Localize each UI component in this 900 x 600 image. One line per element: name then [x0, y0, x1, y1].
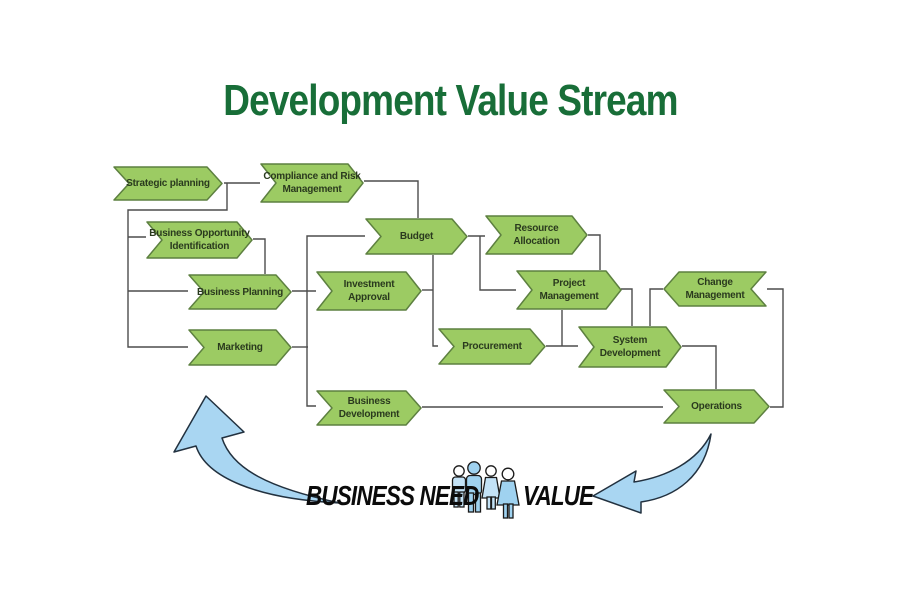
process-box-label: Procurement: [462, 341, 522, 352]
connector-line-19: [767, 288, 784, 408]
business-need-label: BUSINESS NEED: [306, 480, 479, 511]
chevron-shape: [260, 163, 364, 203]
process-box-operations: Operations: [663, 389, 770, 424]
person-woman-front-icon: [496, 467, 520, 519]
connector-line-14: [621, 288, 633, 326]
connector-line-13: [588, 234, 601, 270]
chevron-shape: [516, 270, 622, 310]
people-group-icon: [451, 461, 520, 519]
page-title: Development Value Stream: [0, 76, 900, 126]
person-woman-back-icon: [481, 465, 501, 510]
chevron-shape: [365, 218, 468, 255]
curved-arrow-up-icon: [173, 395, 341, 504]
connector-line-9: [432, 255, 438, 347]
chevron-shape: [188, 274, 292, 310]
connector-line-4: [253, 238, 266, 274]
chevron-shape: [188, 329, 292, 366]
connector-line-15: [649, 288, 663, 326]
process-box-procurement: Procurement: [438, 328, 546, 365]
connector-line-6: [306, 235, 365, 407]
process-box-label: Operations: [691, 401, 742, 412]
process-box-label: Marketing: [217, 342, 263, 353]
chevron-shape: [663, 389, 770, 424]
curved-arrow-left-icon: [592, 433, 712, 514]
connector-line-5: [364, 180, 419, 218]
process-box-strategic-planning: Strategic planning: [113, 166, 223, 201]
chevron-shape: [663, 271, 767, 307]
connector-line-18: [682, 345, 717, 389]
process-box-label: Strategic planning: [126, 178, 210, 189]
connector-line-12: [479, 236, 516, 291]
process-box-budget: Budget: [365, 218, 468, 255]
person-man-back-icon: [451, 465, 467, 508]
value-label: VALUE: [523, 480, 594, 511]
chevron-shape: [438, 328, 546, 365]
chevron-shape: [316, 390, 422, 426]
chevron-shape: [146, 221, 253, 259]
chevron-shape: [578, 326, 682, 368]
page-title-text: Development Value Stream: [222, 76, 678, 125]
person-man-front-icon: [465, 461, 483, 513]
process-box-label: Business Planning: [196, 286, 284, 298]
chevron-shape: [316, 271, 422, 311]
chevron-shape: [485, 215, 588, 255]
process-box-marketing: Marketing: [188, 329, 292, 366]
connector-line-1: [127, 183, 228, 348]
chevron-shape: [113, 166, 223, 201]
process-box-business-planning: Business Planning: [188, 274, 292, 310]
process-box-label: Budget: [399, 231, 434, 242]
